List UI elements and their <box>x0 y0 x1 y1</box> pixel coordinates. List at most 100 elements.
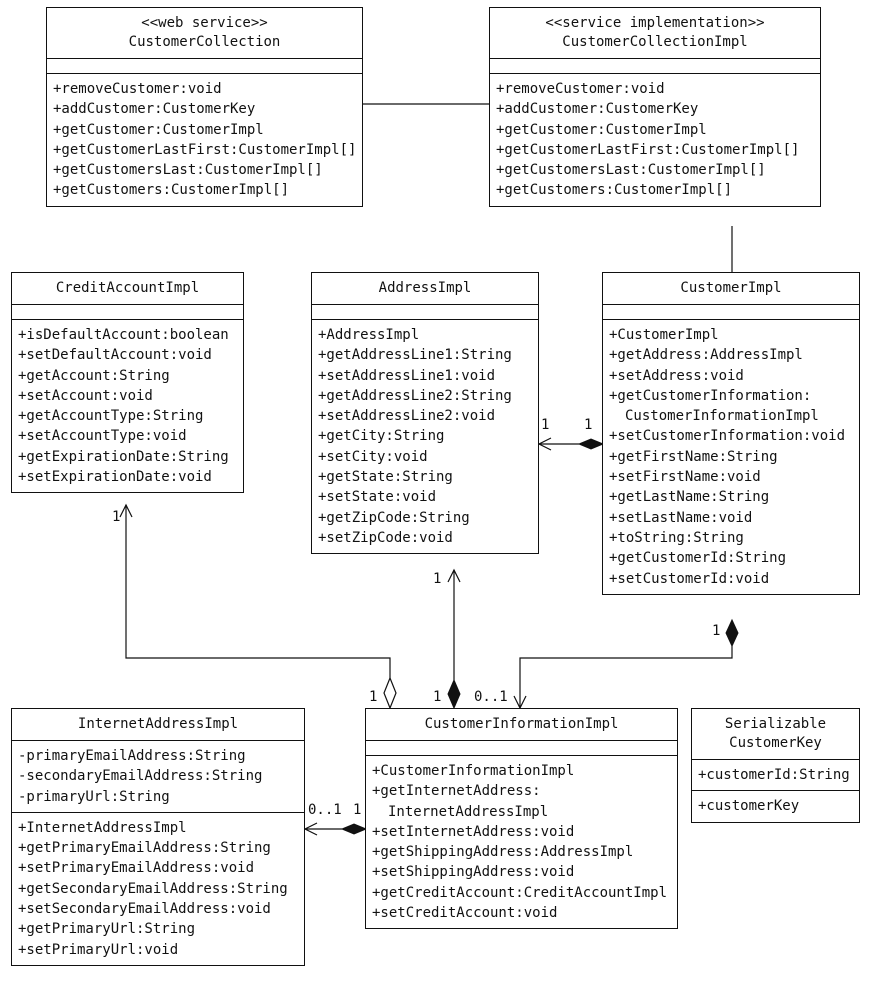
class-customer-impl[interactable]: CustomerImpl +CustomerImpl +getAddress:A… <box>602 272 860 595</box>
operation: +setCreditAccount:void <box>372 905 558 922</box>
credit-account-diamond <box>383 676 397 710</box>
class-name: AddressImpl <box>378 280 472 296</box>
operation: +setAddressLine1:void <box>318 367 496 384</box>
internet-address-diamond <box>340 823 368 835</box>
customer-address-arrowhead <box>537 437 552 451</box>
credit-account-line <box>125 505 391 678</box>
stereotype-label: Serializable <box>724 716 827 732</box>
operation: +CustomerImpl <box>609 327 719 343</box>
operation: +getPrimaryEmailAddress:String <box>18 840 271 857</box>
operation: +setExpirationDate:void <box>18 469 212 486</box>
multiplicity-address-end: 1 <box>541 417 550 433</box>
class-customer-collection[interactable]: <<web service>> CustomerCollection +remo… <box>46 7 363 207</box>
operation-continuation: CustomerInformationImpl <box>625 408 819 425</box>
class-address-impl[interactable]: AddressImpl +AddressImpl +getAddressLine… <box>311 272 539 555</box>
credit-account-arrowhead <box>119 503 133 518</box>
multiplicity-internet-address-owner: 1 <box>353 802 362 818</box>
attributes-section <box>490 59 820 74</box>
operation: +toString:String <box>609 529 744 546</box>
operations-section: +InternetAddressImpl +getPrimaryEmailAdd… <box>12 813 304 965</box>
attributes-section <box>47 59 362 74</box>
attributes-section <box>366 741 677 756</box>
multiplicity-shipping-address-owner: 1 <box>433 689 442 705</box>
operation: +setZipCode:void <box>318 529 453 546</box>
operation: +addCustomer:CustomerKey <box>496 101 699 118</box>
operation: +setDefaultAccount:void <box>18 347 212 364</box>
operation: +InternetAddressImpl <box>18 819 187 836</box>
multiplicity-customer-information-end: 0..1 <box>474 689 508 705</box>
operation: +setCity:void <box>318 448 428 465</box>
attributes-section <box>603 305 859 320</box>
operation: +getPrimaryUrl:String <box>18 921 196 938</box>
class-customer-information-impl[interactable]: CustomerInformationImpl +CustomerInforma… <box>365 708 678 930</box>
operation: +setAccount:void <box>18 387 153 404</box>
operation: +addCustomer:CustomerKey <box>53 101 256 118</box>
operation: +setCustomerInformation:void <box>609 428 846 445</box>
operation: +removeCustomer:void <box>496 81 665 97</box>
operation: +setAddressLine2:void <box>318 408 496 425</box>
operation: +getCustomer:CustomerImpl <box>53 121 264 138</box>
attributes-section <box>12 305 243 320</box>
multiplicity-credit-account-owner: 1 <box>369 689 378 705</box>
multiplicity-customer-end: 1 <box>584 417 593 433</box>
stereotype-label: <<web service>> <box>141 15 268 31</box>
operations-section: +AddressImpl +getAddressLine1:String +se… <box>312 320 538 553</box>
attribute: -secondaryEmailAddress:String <box>18 768 263 785</box>
class-customer-key[interactable]: Serializable CustomerKey +customerId:Str… <box>691 708 860 823</box>
operation: +getCustomersLast:CustomerImpl[] <box>496 162 766 179</box>
operation: +getCustomerLastFirst:CustomerImpl[] <box>496 141 800 158</box>
shipping-address-arrowhead <box>447 568 461 583</box>
operation: +setAddress:void <box>609 367 744 384</box>
operation: +CustomerInformationImpl <box>372 763 575 779</box>
operation: +getZipCode:String <box>318 509 470 526</box>
multiplicity-shipping-address-end: 1 <box>433 571 442 587</box>
customer-information-diamond <box>725 618 739 648</box>
operation: +getAccountType:String <box>18 408 204 425</box>
class-credit-account-impl[interactable]: CreditAccountImpl +isDefaultAccount:bool… <box>11 272 244 494</box>
operation: +getCustomerId:String <box>609 550 787 567</box>
class-header: InternetAddressImpl <box>12 709 304 741</box>
operation: +setShippingAddress:void <box>372 864 575 881</box>
attribute: -primaryEmailAddress:String <box>18 748 246 764</box>
class-customer-collection-impl[interactable]: <<service implementation>> CustomerColle… <box>489 7 821 207</box>
operation: +getInternetAddress: <box>372 783 541 800</box>
class-header: CustomerInformationImpl <box>366 709 677 741</box>
operation: +getAddressLine1:String <box>318 347 512 364</box>
operation: +getCustomerInformation: <box>609 387 812 404</box>
operation: +removeCustomer:void <box>53 81 222 97</box>
operation: +getSecondaryEmailAddress:String <box>18 880 288 897</box>
operation: +getCustomers:CustomerImpl[] <box>496 182 733 199</box>
operations-section: +CustomerInformationImpl +getInternetAdd… <box>366 756 677 928</box>
operation: +AddressImpl <box>318 327 420 343</box>
operation: +getState:String <box>318 469 453 486</box>
class-header: AddressImpl <box>312 273 538 305</box>
shipping-address-diamond <box>447 678 461 710</box>
operation: +setState:void <box>318 489 437 506</box>
attributes-section <box>312 305 538 320</box>
operation: +getAccount:String <box>18 367 170 384</box>
operation: +customerKey <box>698 798 800 815</box>
operation: +setPrimaryEmailAddress:void <box>18 860 255 877</box>
class-header: <<service implementation>> CustomerColle… <box>490 8 820 59</box>
multiplicity-credit-account-end: 1 <box>112 509 121 525</box>
class-name: InternetAddressImpl <box>77 716 239 732</box>
operation-continuation: InternetAddressImpl <box>388 803 549 820</box>
operation: +getCustomerLastFirst:CustomerImpl[] <box>53 141 357 158</box>
stereotype-label: <<service implementation>> <box>545 15 765 31</box>
operation: +getFirstName:String <box>609 448 778 465</box>
operations-section: +removeCustomer:void +addCustomer:Custom… <box>490 74 820 206</box>
operation: +setAccountType:void <box>18 428 187 445</box>
operation: +setFirstName:void <box>609 469 761 486</box>
class-header: CreditAccountImpl <box>12 273 243 305</box>
class-internet-address-impl[interactable]: InternetAddressImpl -primaryEmailAddress… <box>11 708 305 966</box>
attributes-section: -primaryEmailAddress:String -secondaryEm… <box>12 741 304 813</box>
operation: +setCustomerId:void <box>609 570 770 587</box>
multiplicity-customer-information-owner: 1 <box>712 623 721 639</box>
operation: +getCustomersLast:CustomerImpl[] <box>53 162 323 179</box>
operations-section: +CustomerImpl +getAddress:AddressImpl +s… <box>603 320 859 594</box>
class-name: CreditAccountImpl <box>55 280 200 296</box>
class-name: CustomerCollection <box>128 34 281 50</box>
operation: +setPrimaryUrl:void <box>18 941 179 958</box>
customer-information-line <box>519 646 733 708</box>
